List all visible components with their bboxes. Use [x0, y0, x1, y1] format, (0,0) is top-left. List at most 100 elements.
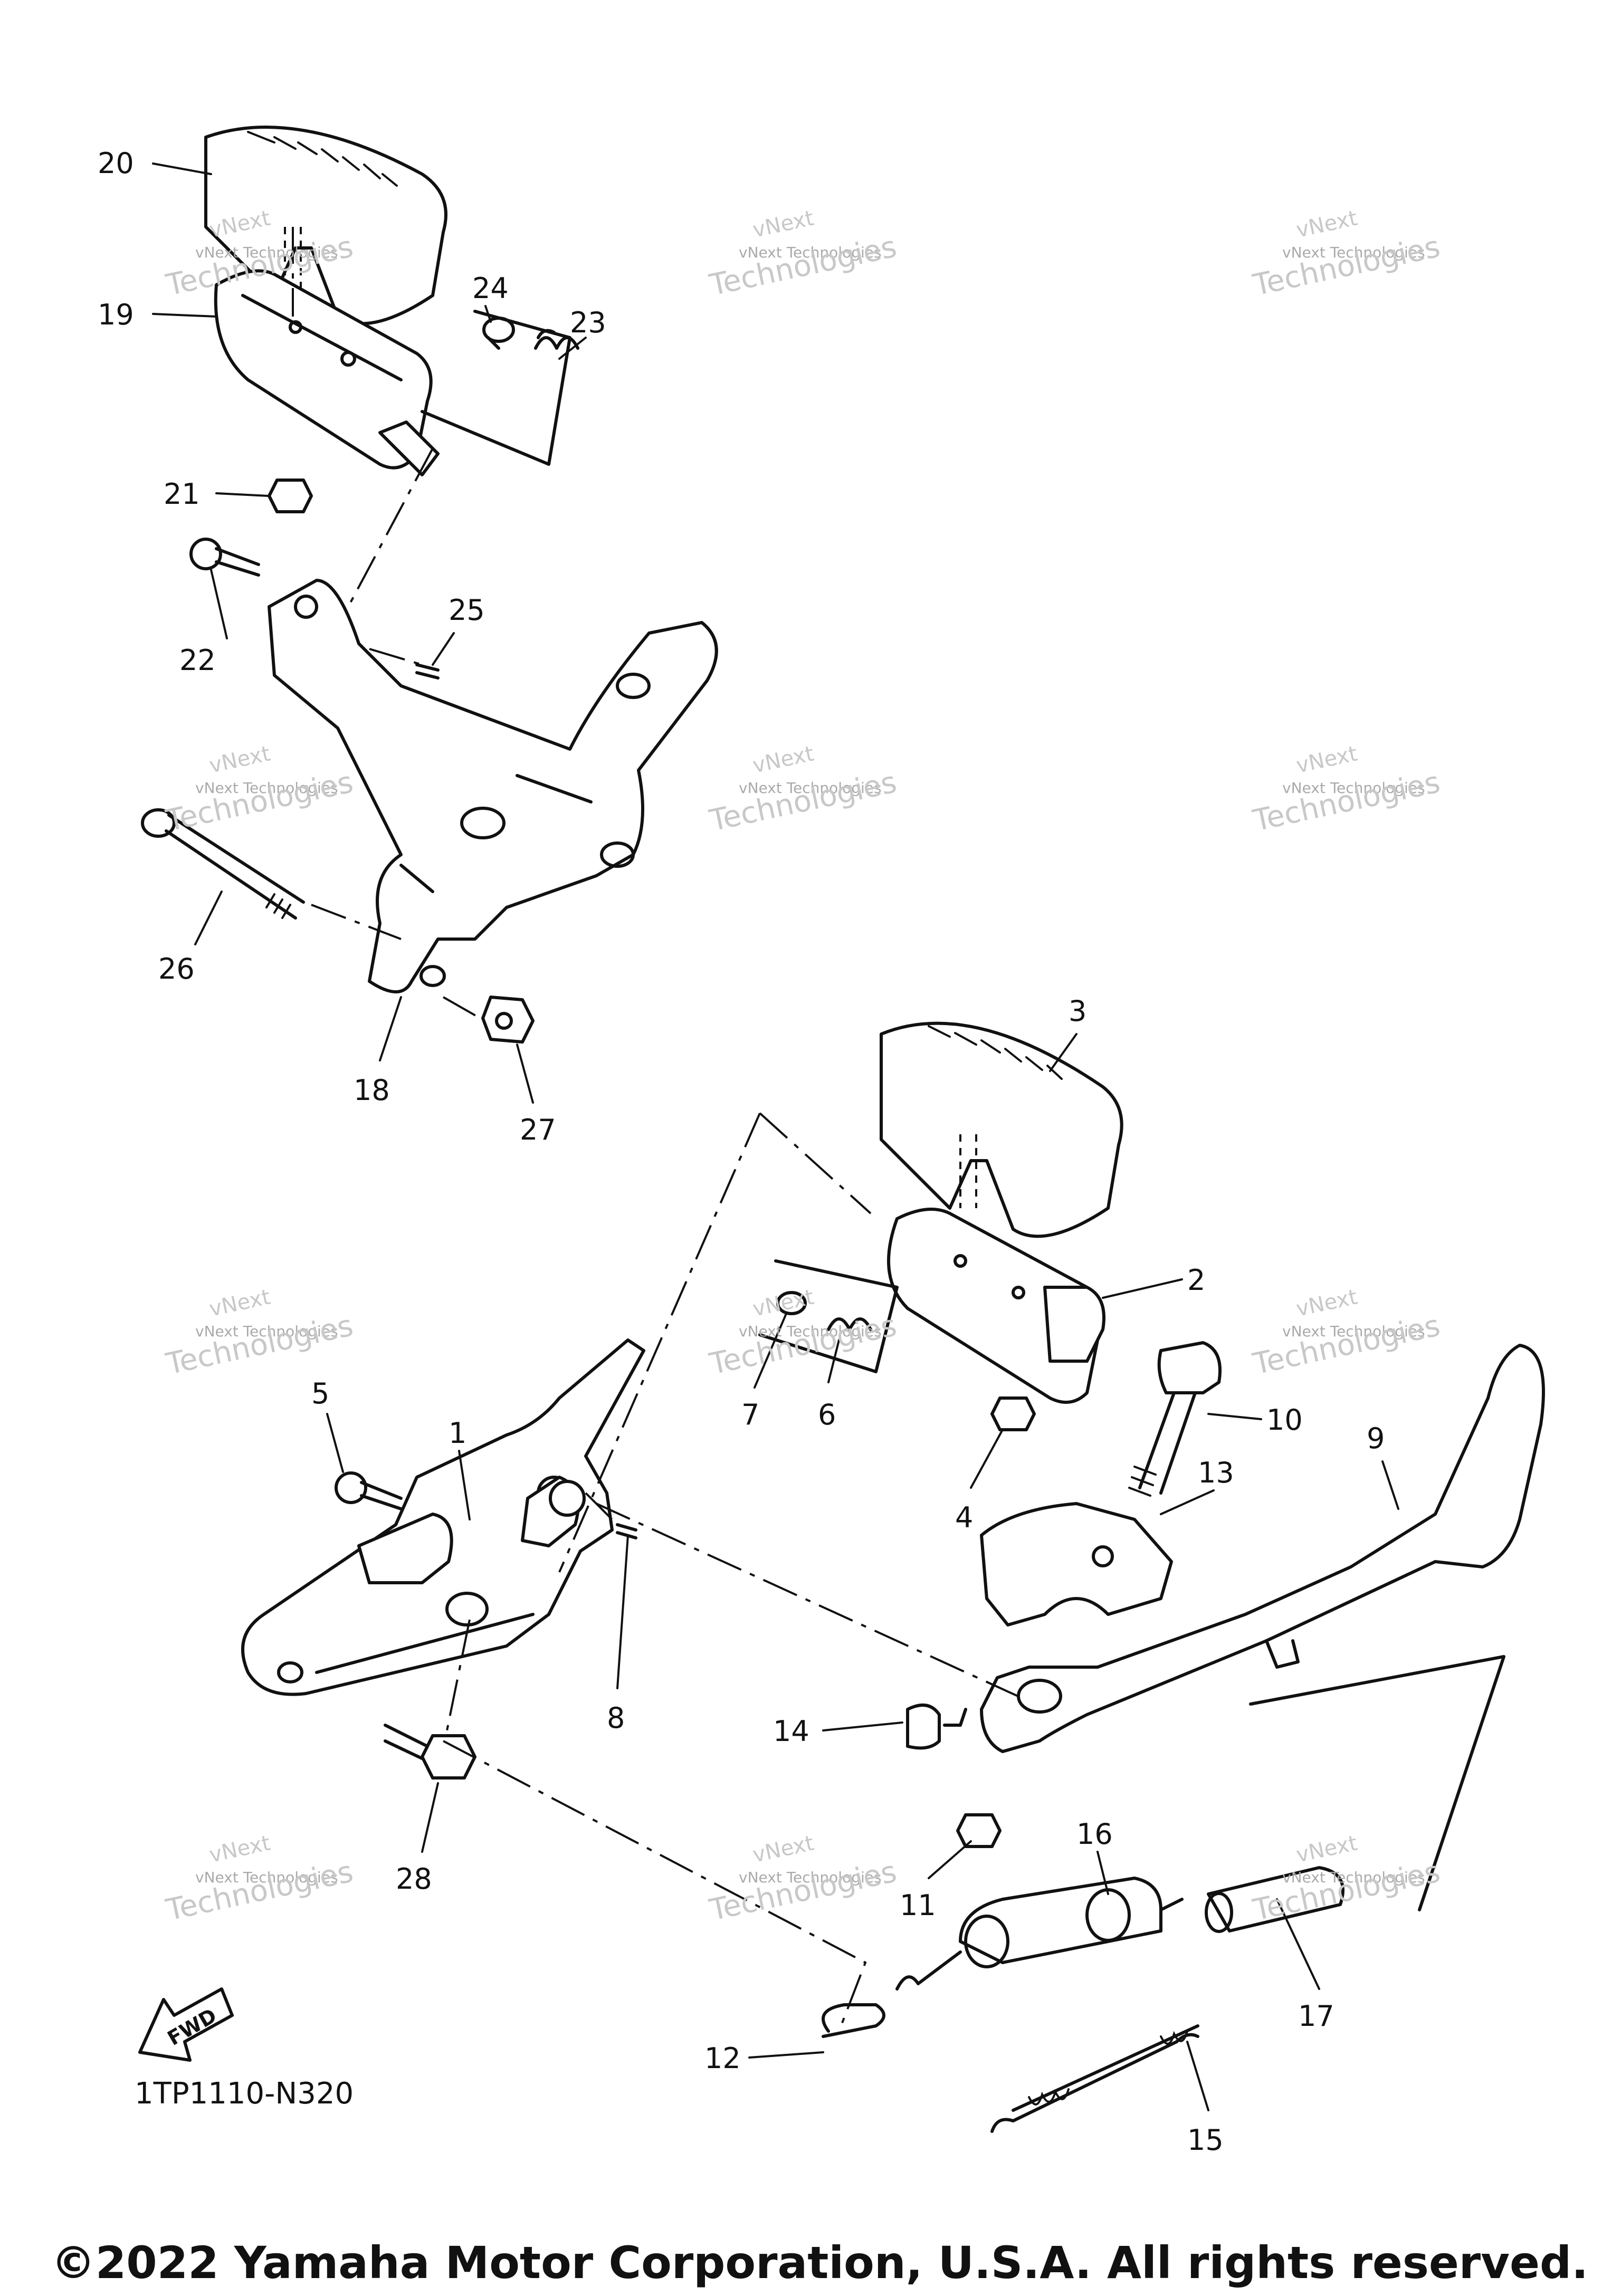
svg-text:vNext: vNext [207, 1831, 273, 1867]
callout-21: 21 [164, 477, 200, 511]
svg-text:Technologies: Technologies [1250, 1854, 1443, 1928]
svg-text:vNext Technologies: vNext Technologies [1282, 244, 1425, 261]
part-4-nut [990, 1396, 1036, 1431]
callout-24: 24 [472, 272, 509, 305]
part-22-pin [189, 538, 260, 577]
callout-15: 15 [1187, 2123, 1224, 2157]
callout-11: 11 [900, 1889, 936, 1922]
part-26-bolt [141, 808, 305, 920]
part-8-cotter-pin [616, 1523, 637, 1539]
callout-19: 19 [98, 298, 134, 331]
callout-28: 28 [396, 1862, 432, 1896]
svg-text:Technologies: Technologies [163, 1308, 356, 1382]
callout-22: 22 [179, 644, 216, 677]
svg-text:vNext Technologies: vNext Technologies [739, 244, 882, 261]
svg-text:Technologies: Technologies [706, 1854, 899, 1928]
leader-lower-3 [596, 1503, 1024, 1700]
svg-text:vNext Technologies: vNext Technologies [1282, 779, 1425, 797]
leader-lower-5 [445, 1619, 471, 1736]
svg-text:vNext: vNext [751, 741, 816, 778]
leader-lower-4 [443, 1740, 867, 2032]
callout-3: 3 [1069, 994, 1086, 1028]
part-19-footrest-bracket [214, 269, 440, 476]
watermark: vNext vNext Technologies Technologies [163, 1285, 356, 1381]
callout-10: 10 [1266, 1403, 1303, 1437]
callout-numbers: 20 19 21 24 23 22 25 26 18 27 3 2 4 6 7 … [98, 147, 1385, 2157]
part-28-bolt [384, 1724, 476, 1780]
watermark: vNext vNext Technologies Technologies [163, 1831, 356, 1927]
diagram-code: 1TP1110-N320 [135, 2077, 354, 2111]
svg-text:vNext: vNext [751, 206, 816, 242]
sub-assembly-outline-lower [758, 1259, 899, 1373]
part-16-spring [895, 1877, 1184, 1991]
part-3-footrest-rubber [880, 1021, 1123, 1238]
sub-assembly-outline-upper [421, 310, 571, 466]
part-24-collar [482, 317, 515, 350]
part-13-cover [980, 1502, 1173, 1627]
svg-text:vNext Technologies: vNext Technologies [195, 244, 338, 261]
callout-17: 17 [1298, 2000, 1334, 2033]
copyright-notice: ©2022 Yamaha Motor Corporation, U.S.A. A… [51, 2237, 1588, 2289]
svg-text:Technologies: Technologies [163, 1854, 356, 1928]
part-11-nut [956, 1813, 1002, 1848]
callout-16: 16 [1076, 1817, 1113, 1851]
leader-upper-5 [443, 996, 481, 1019]
callout-4: 4 [955, 1501, 973, 1534]
leader-lower-1 [558, 1113, 761, 1573]
sub-assembly-outline-stand [1249, 1655, 1505, 1911]
callout-27: 27 [520, 1113, 556, 1146]
callout-23: 23 [570, 306, 606, 339]
part-9-sidestand [980, 1344, 1545, 1753]
callout-7: 7 [741, 1398, 759, 1431]
part-1-footrest-holder [241, 1338, 645, 1696]
callout-13: 13 [1198, 1456, 1234, 1489]
svg-text:vNext Technologies: vNext Technologies [739, 779, 882, 797]
svg-text:Technologies: Technologies [1250, 1308, 1443, 1382]
callout-2: 2 [1187, 1264, 1205, 1297]
svg-text:Technologies: Technologies [1250, 229, 1443, 303]
callout-14: 14 [773, 1715, 809, 1748]
callout-5: 5 [311, 1377, 329, 1410]
part-21-nut [268, 479, 313, 513]
callout-8: 8 [607, 1701, 625, 1735]
leader-upper-2 [311, 904, 402, 940]
svg-text:vNext: vNext [751, 1285, 816, 1321]
svg-text:vNext Technologies: vNext Technologies [195, 779, 338, 797]
svg-text:vNext: vNext [1294, 1831, 1360, 1867]
callout-12: 12 [704, 2042, 741, 2075]
leader-upper-1 [347, 448, 434, 607]
watermark: vNext vNext Technologies Technologies [163, 741, 356, 838]
svg-text:vNext: vNext [1294, 741, 1360, 778]
watermark: vNext vNext Technologies Technologies [1250, 206, 1443, 302]
svg-text:vNext Technologies: vNext Technologies [195, 1323, 338, 1340]
svg-text:Technologies: Technologies [163, 765, 356, 838]
fwd-arrow-icon: FWD [138, 1987, 234, 2062]
watermark: vNext vNext Technologies Technologies [1250, 741, 1443, 838]
part-25-cotter-pin [415, 663, 440, 680]
part-18-footrest-holder [268, 579, 718, 993]
watermark: vNext vNext Technologies Technologies [706, 741, 899, 838]
callout-25: 25 [449, 594, 485, 627]
part-2-footrest-bracket [887, 1208, 1105, 1404]
svg-text:vNext Technologies: vNext Technologies [1282, 1323, 1425, 1340]
leader-upper-3 [369, 648, 423, 666]
svg-text:Technologies: Technologies [706, 229, 899, 303]
svg-text:vNext Technologies: vNext Technologies [739, 1869, 882, 1886]
part-10-bolt [1128, 1341, 1222, 1497]
callout-9: 9 [1367, 1422, 1385, 1455]
collar-14-link [943, 1708, 967, 1727]
svg-text:vNext: vNext [751, 1831, 816, 1867]
leader-lower-6 [585, 1492, 618, 1526]
part-27-nut [481, 996, 535, 1044]
callout-26: 26 [158, 952, 195, 986]
part-5-pin [335, 1471, 403, 1510]
part-12-clip [822, 2003, 885, 2038]
svg-text:vNext: vNext [1294, 1285, 1360, 1321]
callout-6: 6 [818, 1398, 836, 1431]
svg-text:Technologies: Technologies [1250, 765, 1443, 838]
watermark: vNext vNext Technologies Technologies [1250, 1285, 1443, 1381]
watermark: vNext vNext Technologies Technologies [706, 1285, 899, 1381]
part-14-collar [906, 1704, 941, 1750]
svg-text:vNext: vNext [207, 1285, 273, 1321]
part-6-spring [827, 1317, 872, 1331]
